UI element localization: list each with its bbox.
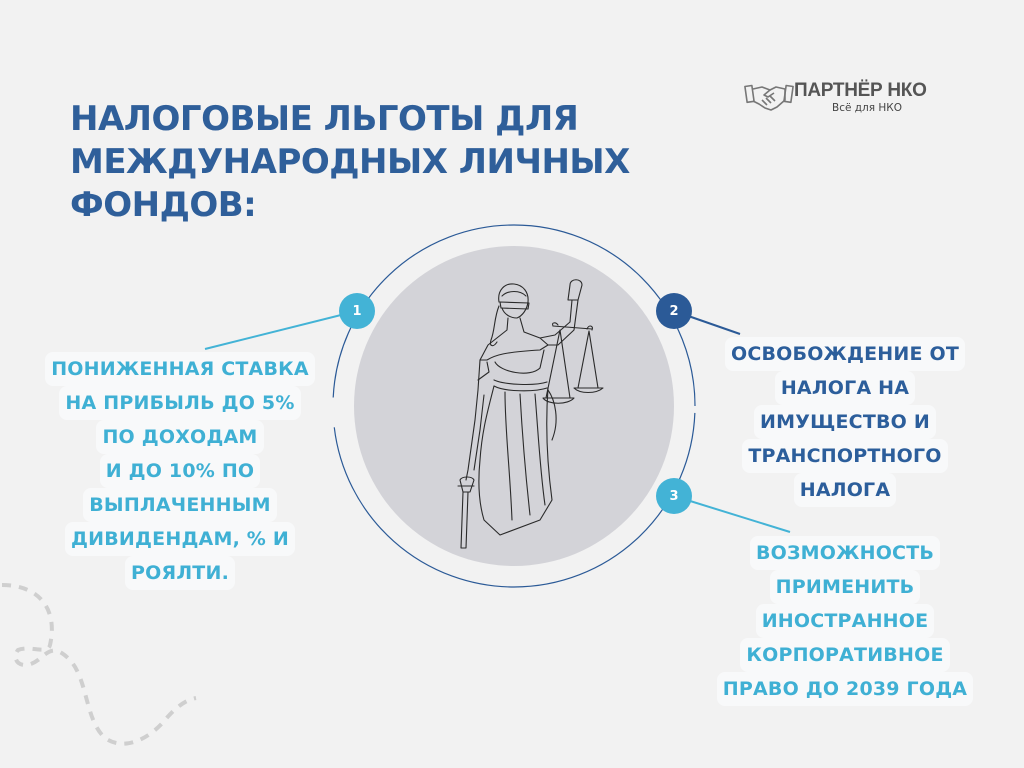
- benefit-3-text: ВОЗМОЖНОСТЬ ПРИМЕНИТЬ ИНОСТРАННОЕ КОРПОР…: [700, 536, 990, 706]
- dashed-decoration: [1, 583, 197, 746]
- benefit-1-line: ПО ДОХОДАМ: [96, 420, 264, 454]
- title-line: ФОНДОВ:: [70, 185, 257, 225]
- benefit-1-line: И ДО 10% ПО: [99, 454, 261, 488]
- benefit-1-line: ДИВИДЕНДАМ, % И: [65, 522, 295, 556]
- benefit-3-line: ВОЗМОЖНОСТЬ: [749, 536, 941, 570]
- benefit-1-text: ПОНИЖЕННАЯ СТАВКА НА ПРИБЫЛЬ ДО 5% ПО ДО…: [30, 352, 330, 590]
- benefit-3-line: ПРИМЕНИТЬ: [769, 570, 921, 604]
- title-line: НАЛОГОВЫЕ ЛЬГОТЫ ДЛЯ: [70, 99, 579, 139]
- benefit-2-line: ОСВОБОЖДЕНИЕ ОТ: [724, 337, 966, 371]
- handshake-icon: [744, 84, 794, 111]
- benefit-2-line: НАЛОГА: [793, 473, 897, 507]
- benefit-badge-2: 2: [656, 293, 692, 329]
- benefit-1-line: ПОНИЖЕННАЯ СТАВКА: [45, 352, 315, 386]
- benefit-1-line: РОЯЛТИ.: [125, 556, 235, 590]
- logo-name: ПАРТНЁР НКО: [794, 80, 927, 101]
- benefit-2-line: НАЛОГА НА: [774, 371, 916, 405]
- benefit-3-line: КОРПОРАТИВНОЕ: [740, 638, 950, 672]
- benefit-badge-1: 1: [339, 293, 375, 329]
- lady-justice-icon: [457, 279, 604, 549]
- benefit-2-line: ИМУЩЕСТВО И: [754, 405, 936, 439]
- logo: ПАРТНЁР НКО Всё для НКО: [744, 80, 954, 120]
- benefit-1-line: ВЫПЛАЧЕННЫМ: [83, 488, 277, 522]
- page-title: НАЛОГОВЫЕ ЛЬГОТЫ ДЛЯ МЕЖДУНАРОДНЫХ ЛИЧНЫ…: [70, 98, 710, 227]
- image-circle: [354, 246, 674, 566]
- benefit-2-text: ОСВОБОЖДЕНИЕ ОТ НАЛОГА НА ИМУЩЕСТВО И ТР…: [710, 337, 980, 507]
- benefit-3-line: ПРАВО ДО 2039 ГОДА: [716, 672, 974, 706]
- logo-tagline: Всё для НКО: [832, 102, 903, 114]
- benefit-1-line: НА ПРИБЫЛЬ ДО 5%: [59, 386, 301, 420]
- benefit-3-line: ИНОСТРАННОЕ: [755, 604, 935, 638]
- title-line: МЕЖДУНАРОДНЫХ ЛИЧНЫХ: [70, 142, 630, 182]
- benefit-badge-3: 3: [656, 478, 692, 514]
- benefit-2-line: ТРАНСПОРТНОГО: [742, 439, 948, 473]
